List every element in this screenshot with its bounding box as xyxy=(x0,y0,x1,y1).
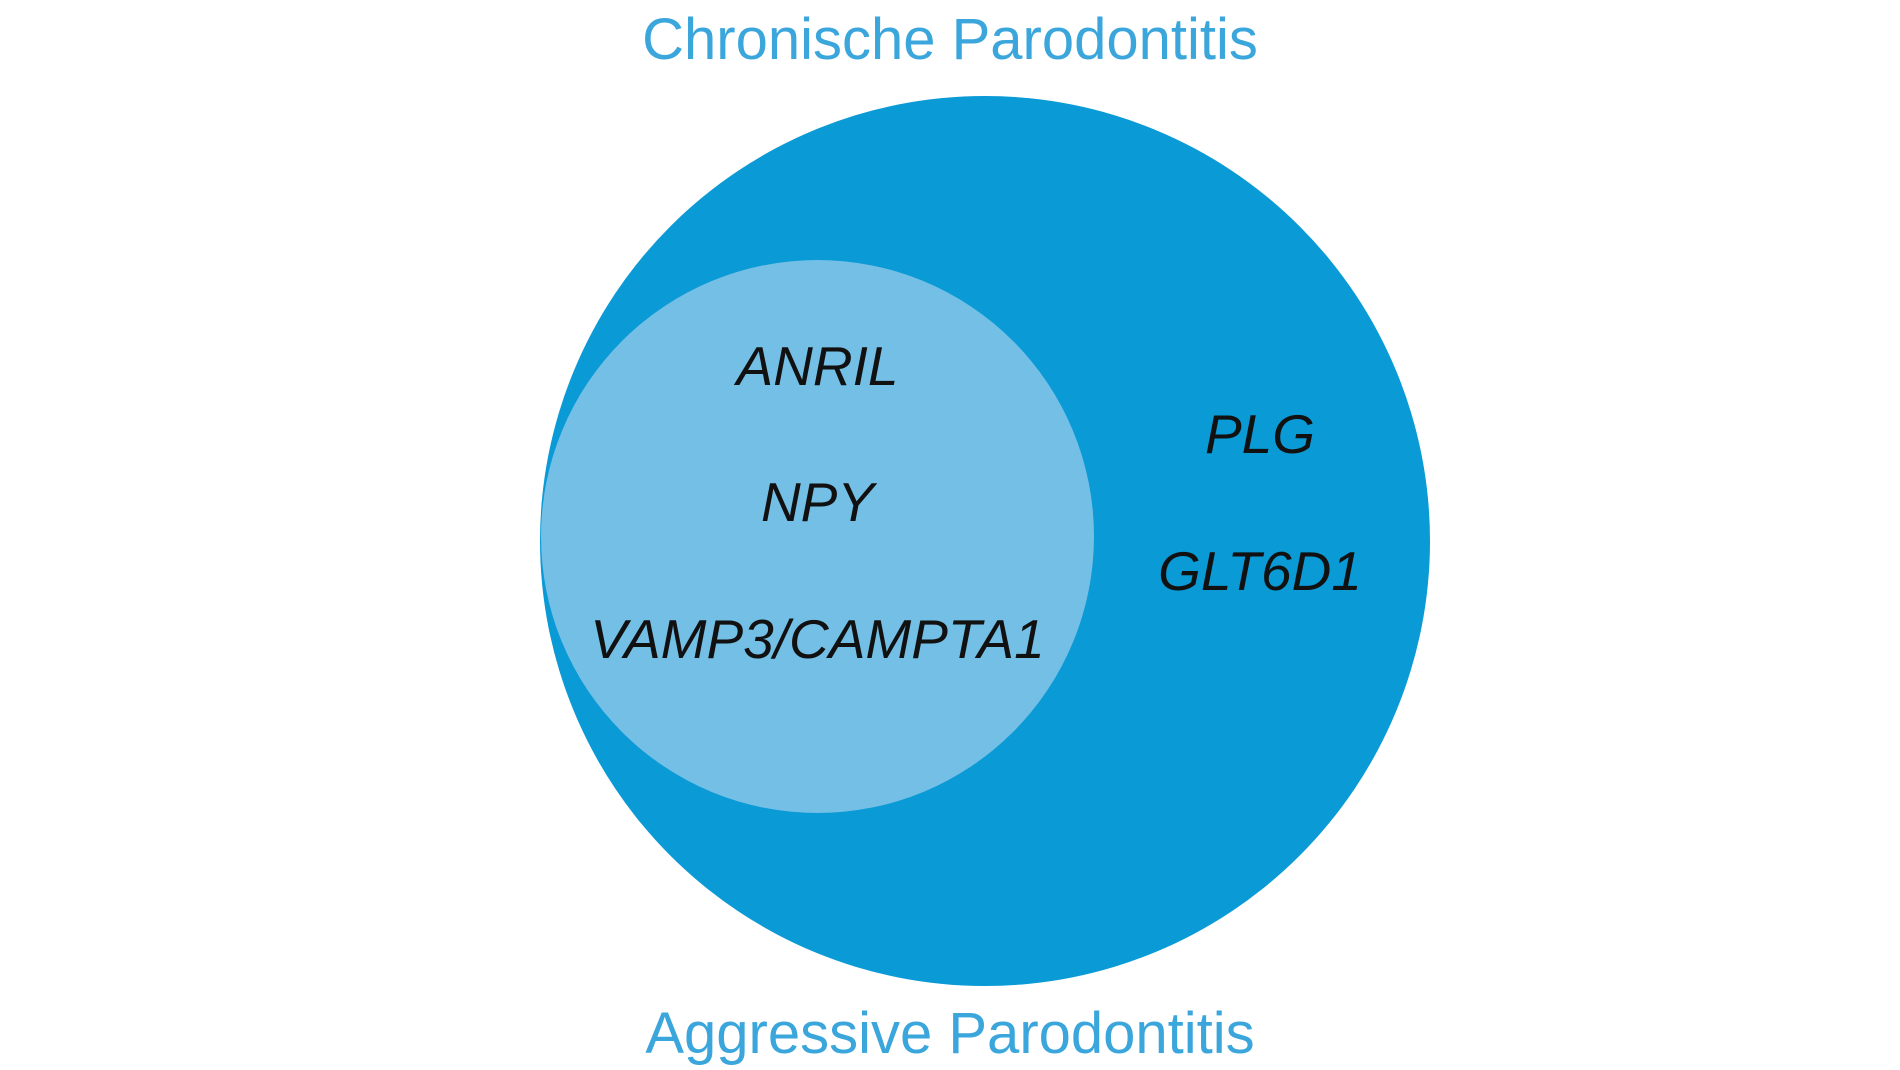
aggressive-periodontitis-circle xyxy=(541,260,1094,813)
aggressive-periodontitis-title: Aggressive Parodontitis xyxy=(645,1001,1255,1066)
gene-label-glt6d1: GLT6D1 xyxy=(1158,540,1362,602)
gene-label-npy: NPY xyxy=(760,471,875,533)
gene-label-vamp3-campta1: VAMP3/CAMPTA1 xyxy=(590,608,1045,670)
gene-label-plg: PLG xyxy=(1204,403,1316,465)
gene-label-anril: ANRIL xyxy=(736,335,899,397)
chronic-periodontitis-title: Chronische Parodontitis xyxy=(642,7,1258,72)
